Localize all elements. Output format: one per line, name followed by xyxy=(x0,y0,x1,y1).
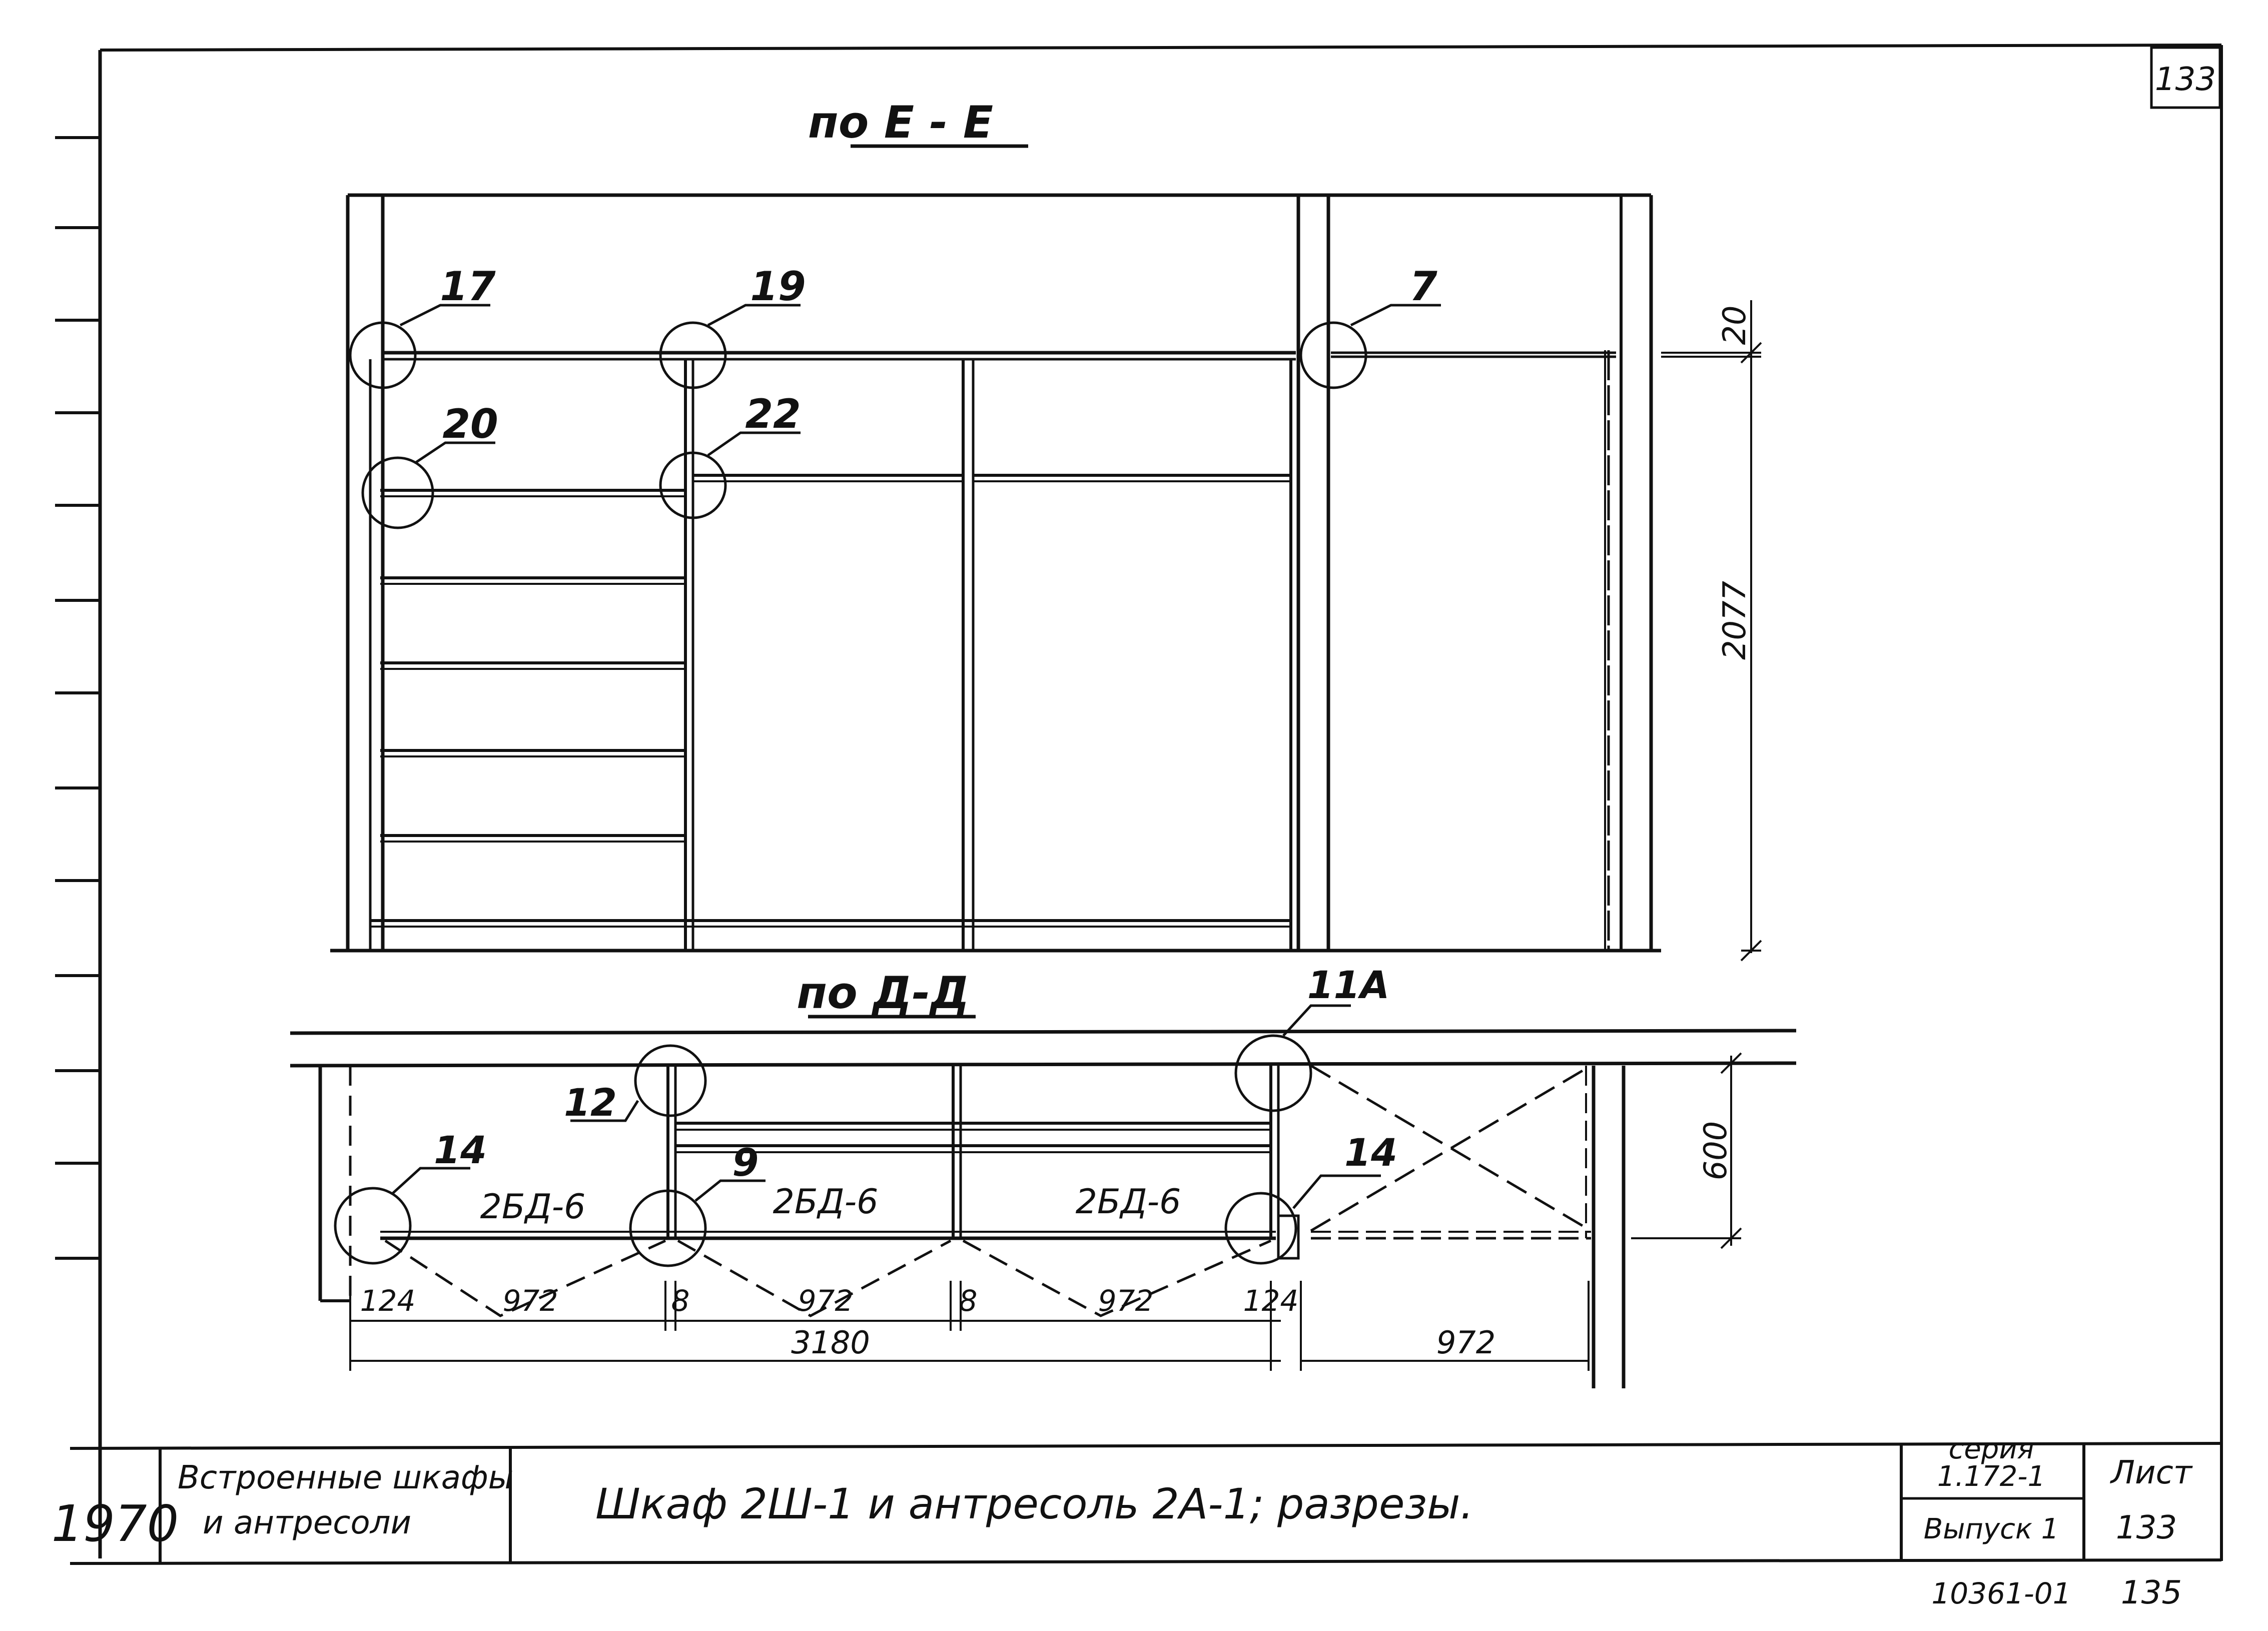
dim-8-1: 8 xyxy=(671,1284,690,1318)
callout-17: 17 xyxy=(440,263,496,310)
sheet-frame xyxy=(55,44,2223,1565)
title-sheet-label: Лист xyxy=(2110,1454,2193,1491)
dim-124-left: 124 xyxy=(360,1284,416,1318)
title-year: 1970 xyxy=(52,1494,179,1553)
door-mark-1: 2БД-6 xyxy=(480,1187,586,1227)
callout-22: 22 xyxy=(745,391,801,437)
detail-circle-11a xyxy=(1234,1034,1312,1112)
title-category-line1: Встроенные шкафы xyxy=(178,1459,513,1496)
corner-sheet-box: 133 xyxy=(2150,46,2221,109)
dim-972-2: 972 xyxy=(798,1284,854,1318)
title-category-line2: и антресоли xyxy=(203,1504,411,1541)
lower-dimension-lines xyxy=(349,1052,1742,1371)
detail-circle-9 xyxy=(629,1189,707,1267)
dim-972-1: 972 xyxy=(503,1284,558,1318)
dim-124-right: 124 xyxy=(1243,1284,1299,1318)
detail-circle-7 xyxy=(1299,321,1367,389)
dim-2077: 2077 xyxy=(1716,581,1753,660)
footer-code: 10361-01 xyxy=(1931,1576,2071,1610)
upper-dimension-lines xyxy=(1661,300,1762,962)
callout-19: 19 xyxy=(750,263,806,310)
dim-972-3: 972 xyxy=(1098,1284,1154,1318)
door-mark-2: 2БД-6 xyxy=(773,1182,879,1222)
title-block xyxy=(70,1442,2222,1563)
dim-972-right: 972 xyxy=(1436,1324,1495,1361)
dim-3180: 3180 xyxy=(791,1324,870,1361)
detail-circle-19 xyxy=(659,321,727,389)
lower-detail-circles xyxy=(334,1004,1381,1267)
lower-section-drawing xyxy=(290,1029,1797,1388)
footer-page: 135 xyxy=(2121,1574,2182,1611)
callout-20: 20 xyxy=(442,401,498,447)
detail-circle-12 xyxy=(634,1044,707,1117)
title-series-label: серия xyxy=(1949,1433,2034,1465)
callout-12: 12 xyxy=(564,1080,617,1125)
door-mark-3: 2БД-6 xyxy=(1076,1182,1181,1222)
callout-14-right: 14 xyxy=(1344,1130,1397,1175)
upper-detail-circles xyxy=(349,304,1441,529)
title-sheet-value: 133 xyxy=(2116,1509,2177,1546)
callout-7: 7 xyxy=(1409,263,1437,310)
detail-circle-17 xyxy=(349,321,417,389)
detail-circle-22 xyxy=(659,451,727,519)
callout-11a: 11А xyxy=(1307,963,1390,1007)
dim-8-2: 8 xyxy=(959,1284,978,1318)
section-title-upper: по Е - Е xyxy=(808,97,993,148)
upper-section-drawing xyxy=(330,193,1661,953)
title-issue: Выпуск 1 xyxy=(1924,1513,2059,1545)
dim-600: 600 xyxy=(1697,1121,1734,1180)
section-title-lower: по Д-Д xyxy=(797,967,969,1019)
corner-sheet-number: 133 xyxy=(2155,61,2216,98)
callout-14-left: 14 xyxy=(434,1128,487,1172)
dim-20: 20 xyxy=(1716,306,1753,345)
title-drawing-name: Шкаф 2Ш-1 и антресоль 2А-1; разрезы. xyxy=(595,1479,1473,1528)
callout-9: 9 xyxy=(732,1140,759,1185)
detail-circle-14-left xyxy=(334,1187,412,1265)
detail-circle-20 xyxy=(361,456,434,529)
detail-circle-14-right xyxy=(1224,1192,1297,1265)
title-series-value: 1.172-1 xyxy=(1937,1460,2045,1493)
